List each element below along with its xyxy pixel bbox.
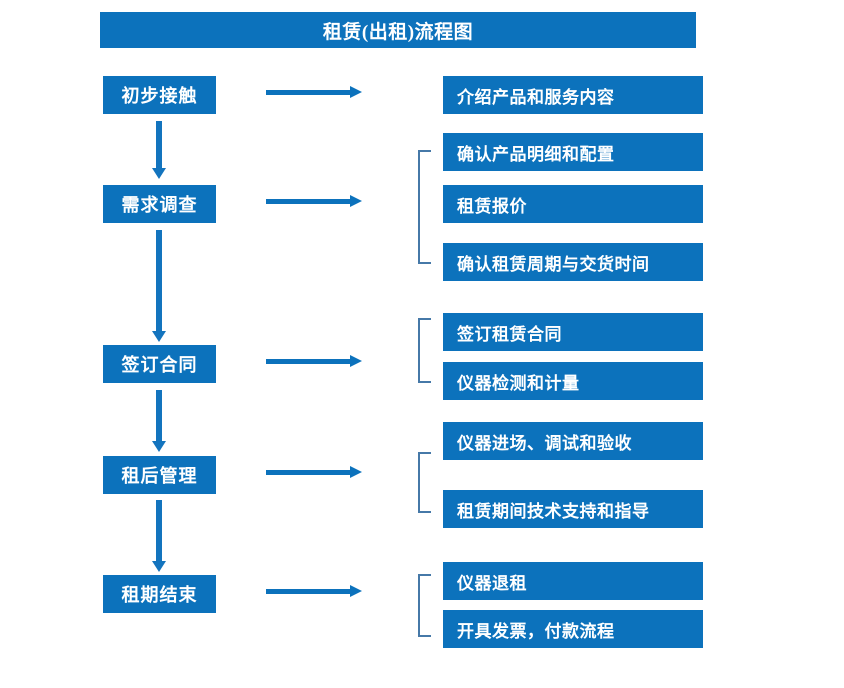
detail-node-invoice-payment-process[interactable]: 开具发票，付款流程 xyxy=(443,610,703,648)
bracket-stage-4 xyxy=(418,452,431,513)
arrow-head xyxy=(350,355,362,367)
arrow-down-stage-1-to-2 xyxy=(150,121,168,179)
stage-node-requirement-survey[interactable]: 需求调查 xyxy=(103,185,216,223)
arrow-right-stage-5 xyxy=(266,583,366,601)
arrow-head xyxy=(350,195,362,207)
arrow-head xyxy=(350,86,362,98)
stage-node-post-rental-management[interactable]: 租后管理 xyxy=(103,456,216,494)
bracket-stage-5 xyxy=(418,574,431,637)
arrow-shaft xyxy=(156,230,162,331)
detail-node-rental-quotation[interactable]: 租赁报价 xyxy=(443,185,703,223)
arrow-down-stage-3-to-4 xyxy=(150,390,168,452)
detail-node-instrument-return[interactable]: 仪器退租 xyxy=(443,562,703,600)
detail-node-introduce-products-services[interactable]: 介绍产品和服务内容 xyxy=(443,76,703,114)
bracket-stage-3 xyxy=(418,318,431,383)
page-title: 租赁(出租)流程图 xyxy=(100,12,696,48)
detail-node-instrument-inspection-metering[interactable]: 仪器检测和计量 xyxy=(443,362,703,400)
bracket-stage-2 xyxy=(418,150,431,264)
arrow-head xyxy=(152,441,166,452)
arrow-shaft xyxy=(156,500,162,561)
stage-node-initial-contact[interactable]: 初步接触 xyxy=(103,76,216,114)
arrow-shaft xyxy=(266,199,354,204)
arrow-right-stage-1 xyxy=(266,84,366,102)
stage-node-sign-contract[interactable]: 签订合同 xyxy=(103,345,216,383)
arrow-head xyxy=(152,168,166,179)
arrow-right-stage-3 xyxy=(266,353,366,371)
detail-node-technical-support-during-rental[interactable]: 租赁期间技术支持和指导 xyxy=(443,490,703,528)
detail-node-sign-rental-contract[interactable]: 签订租赁合同 xyxy=(443,313,703,351)
detail-node-confirm-rental-period-delivery[interactable]: 确认租赁周期与交货时间 xyxy=(443,243,703,281)
arrow-head xyxy=(152,561,166,572)
arrow-shaft xyxy=(156,390,162,441)
arrow-down-stage-4-to-5 xyxy=(150,500,168,572)
arrow-shaft xyxy=(156,121,162,168)
stage-node-rental-end[interactable]: 租期结束 xyxy=(103,575,216,613)
arrow-shaft xyxy=(266,90,354,95)
arrow-head xyxy=(350,585,362,597)
arrow-shaft xyxy=(266,359,354,364)
arrow-right-stage-4 xyxy=(266,464,366,482)
detail-node-confirm-product-spec-config[interactable]: 确认产品明细和配置 xyxy=(443,133,703,171)
arrow-shaft xyxy=(266,589,354,594)
detail-node-instrument-entry-debug-acceptance[interactable]: 仪器进场、调试和验收 xyxy=(443,422,703,460)
arrow-down-stage-2-to-3 xyxy=(150,230,168,342)
arrow-shaft xyxy=(266,470,354,475)
arrow-head xyxy=(350,466,362,478)
arrow-head xyxy=(152,331,166,342)
arrow-right-stage-2 xyxy=(266,193,366,211)
